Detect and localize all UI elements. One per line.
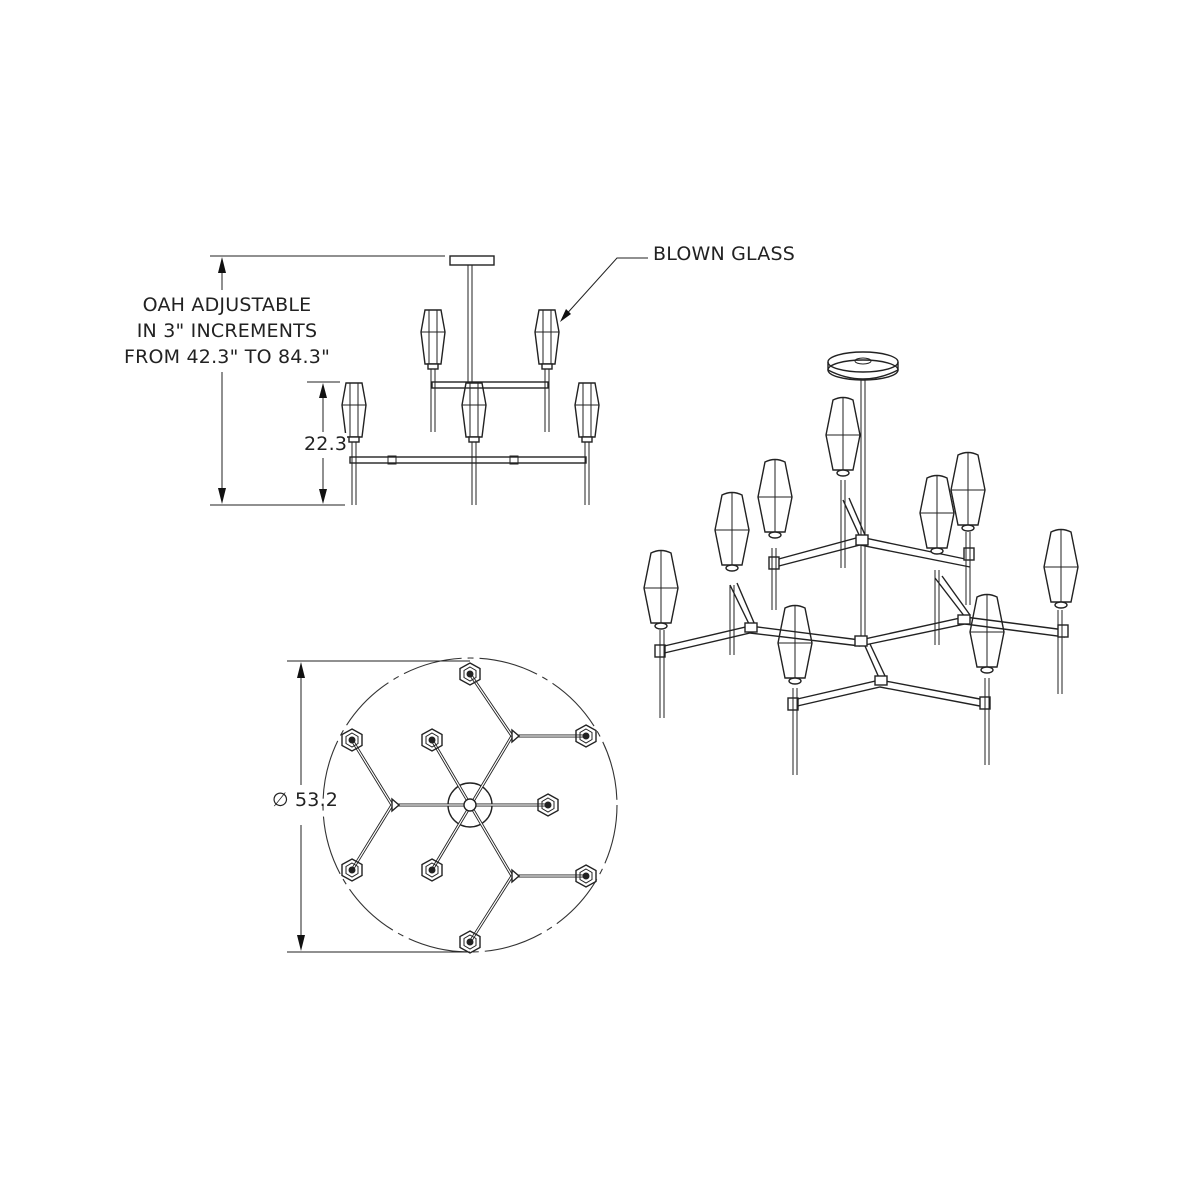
front-elevation-view [210, 255, 648, 506]
oah-adjustable-note: OAH ADJUSTABLE IN 3" INCREMENTS FROM 42.… [112, 292, 342, 370]
isometric-view [643, 351, 1079, 775]
blown-glass-callout: BLOWN GLASS [653, 243, 796, 265]
body-height-dimension: 22.3 [304, 433, 348, 455]
oah-line-2: IN 3" INCREMENTS [136, 320, 318, 342]
oah-line-1: OAH ADJUSTABLE [142, 294, 312, 316]
diameter-dimension: ∅ 53.2 [272, 789, 339, 811]
oah-line-3: FROM 42.3" TO 84.3" [123, 346, 331, 368]
top-plan-view [287, 657, 618, 954]
